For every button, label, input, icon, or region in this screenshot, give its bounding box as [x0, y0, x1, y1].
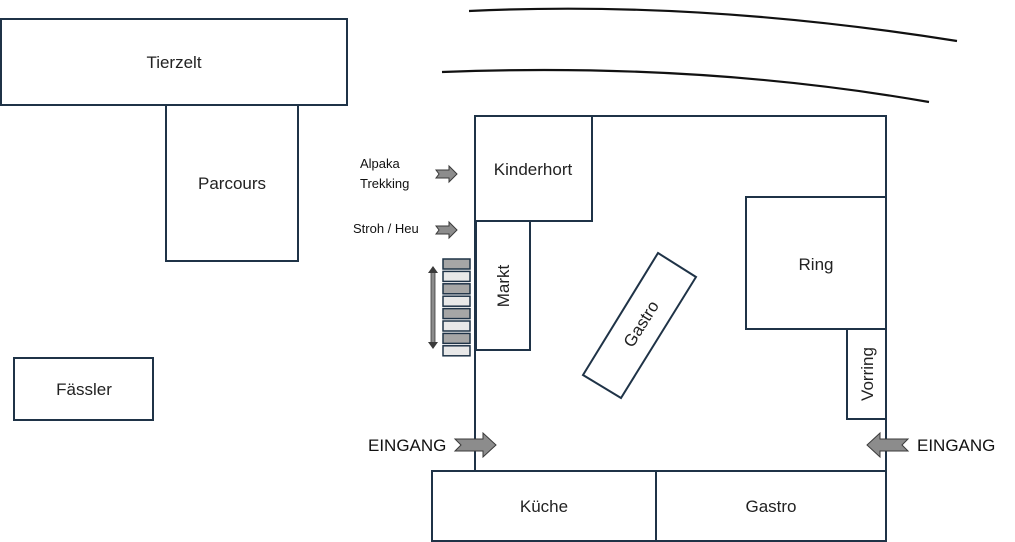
stall: [442, 270, 471, 283]
area-label: Küche: [520, 497, 568, 516]
area-label: Tierzelt: [146, 53, 201, 72]
entrance-left-label: EINGANG: [368, 436, 446, 455]
stall: [442, 307, 471, 320]
area-label: Ring: [799, 255, 834, 274]
area-vorring[interactable]: Vorring: [846, 328, 887, 420]
double-arrow-icon: [428, 266, 438, 349]
area-kueche[interactable]: Küche: [431, 470, 657, 542]
road-lower: [441, 68, 930, 104]
stall: [442, 320, 471, 332]
entrance-right-label: EINGANG: [917, 436, 995, 455]
area-gastro-center[interactable]: Gastro: [581, 251, 698, 400]
stall: [442, 332, 471, 345]
area-markt[interactable]: Markt: [475, 220, 531, 351]
alpaka-label-line2: Trekking: [360, 176, 409, 191]
area-faessler[interactable]: Fässler: [13, 357, 154, 421]
area-label: Parcours: [198, 174, 266, 193]
alpaka-label-line1: Alpaka: [360, 156, 401, 171]
stall: [442, 283, 471, 295]
stall: [442, 295, 471, 307]
right-arrow-icon: [435, 220, 458, 240]
road-upper: [468, 7, 958, 43]
area-label: Fässler: [56, 380, 112, 399]
stall-column: [442, 258, 471, 357]
area-ring[interactable]: Ring: [745, 196, 887, 330]
area-label: Gastro: [745, 497, 796, 516]
right-arrow-icon: [453, 431, 497, 459]
area-label: Kinderhort: [494, 160, 573, 179]
area-parcours[interactable]: Parcours: [165, 104, 299, 262]
area-tierzelt[interactable]: Tierzelt: [0, 18, 348, 106]
stall: [442, 345, 471, 357]
area-gastro-bottom[interactable]: Gastro: [655, 470, 887, 542]
area-kinderhort[interactable]: Kinderhort: [474, 115, 593, 222]
stall: [442, 258, 471, 270]
right-arrow-icon: [435, 164, 458, 184]
left-arrow-icon: [866, 431, 910, 459]
area-label: Vorring: [858, 347, 877, 401]
stroh-heu-label: Stroh / Heu: [353, 221, 419, 236]
area-label: Markt: [494, 264, 513, 307]
